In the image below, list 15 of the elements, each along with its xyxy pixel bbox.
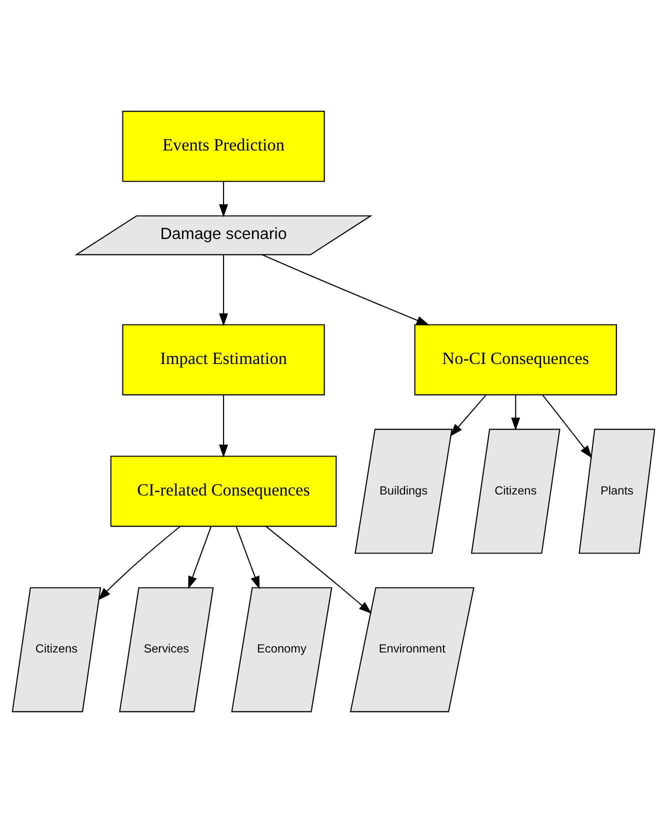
arrow — [219, 182, 228, 218]
node-box: Events Prediction — [122, 110, 325, 182]
arrow — [262, 254, 430, 326]
arrow — [450, 394, 487, 437]
node-box: CI-related Consequences — [110, 456, 337, 527]
arrow — [219, 394, 228, 458]
node-box: Impact Estimation — [122, 324, 325, 396]
arrow — [188, 526, 212, 590]
arrow — [219, 254, 228, 326]
arrow — [98, 526, 180, 600]
arrow — [266, 526, 372, 614]
arrow — [542, 394, 592, 458]
arrow — [236, 526, 260, 590]
node-box: No-CI Consequences — [414, 324, 617, 396]
arrow — [511, 394, 520, 431]
